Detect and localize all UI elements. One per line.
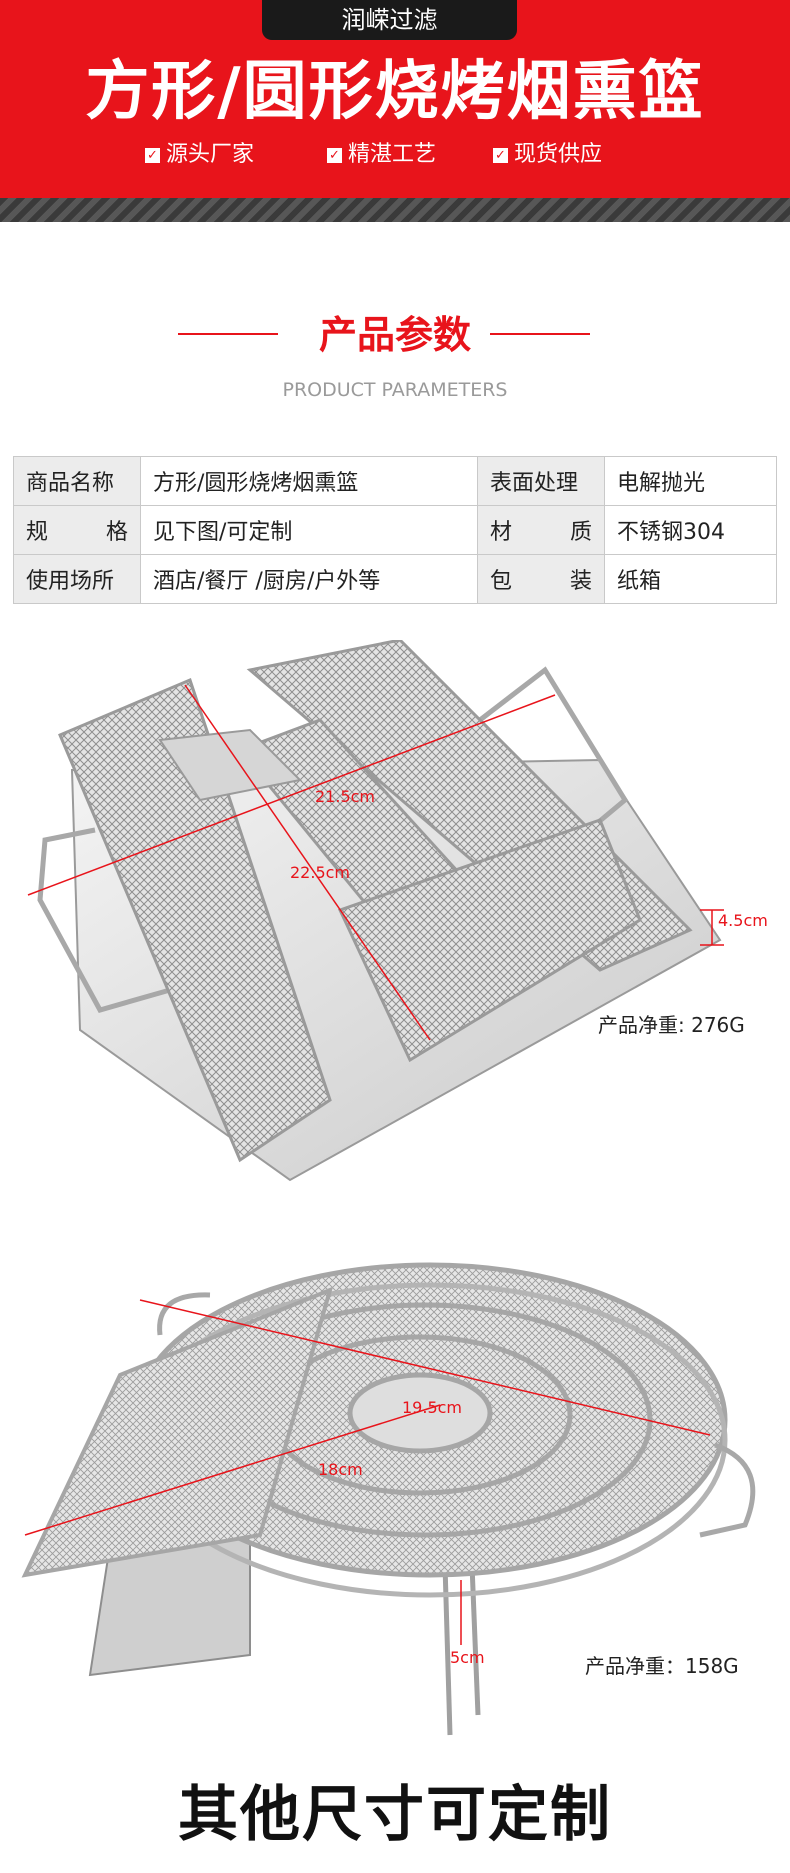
length-dimension-line [184, 684, 431, 1041]
round-weight-label: 产品净重：158G [585, 1654, 739, 1678]
brand-tab: 润嵘过滤 [262, 0, 517, 40]
outer-dimension-line [139, 1299, 711, 1436]
section-title: 产品参数 [318, 313, 471, 357]
table-row: 使用场所 酒店/餐厅 /厨房/户外等 包装 纸箱 [13, 554, 777, 604]
feature-label: 源头厂家 [166, 142, 255, 167]
param-value: 酒店/餐厅 /厨房/户外等 [140, 554, 478, 604]
length-dimension-label: 22.5cm [290, 863, 350, 882]
param-label: 使用场所 [13, 554, 141, 604]
param-value: 不锈钢304 [604, 505, 777, 555]
inner-dimension-line [24, 1404, 441, 1536]
check-icon: ✓ [493, 147, 508, 163]
width-dimension-line [27, 694, 556, 896]
param-label: 商品名称 [13, 456, 141, 506]
param-label: 表面处理 [477, 456, 605, 506]
inner-dimension-label: 18cm [318, 1460, 363, 1479]
param-value: 电解抛光 [604, 456, 777, 506]
feature-in-stock: ✓ 现货供应 [493, 140, 602, 170]
height-dimension-label: 4.5cm [718, 911, 768, 930]
feature-label: 现货供应 [514, 142, 603, 167]
square-smoker-basket-image: 21.5cm 22.5cm 4.5cm [27, 640, 768, 1182]
check-icon: ✓ [145, 147, 160, 163]
custom-size-title: 其他尺寸可定制 [178, 1780, 612, 1850]
feature-label: 精湛工艺 [348, 142, 437, 167]
height-dimension-label: 5cm [450, 1648, 485, 1667]
outer-dimension-label: 19.5cm [402, 1398, 462, 1417]
heading-line-right [490, 333, 590, 335]
square-weight-label: 产品净重: 276G [598, 1013, 745, 1037]
param-label: 材质 [477, 505, 605, 555]
param-value: 见下图/可定制 [140, 505, 478, 555]
check-icon: ✓ [327, 147, 342, 163]
param-value: 方形/圆形烧烤烟熏篮 [140, 456, 478, 506]
diagonal-stripe-divider [0, 198, 790, 222]
round-smoker-basket-image: 19.5cm 18cm 5cm [21, 1262, 756, 1736]
table-row: 商品名称 方形/圆形烧烤烟熏篮 表面处理 电解抛光 [13, 456, 777, 506]
heading-line-left [178, 333, 278, 335]
width-dimension-label: 21.5cm [315, 787, 375, 806]
param-label: 包装 [477, 554, 605, 604]
params-table: 商品名称 方形/圆形烧烤烟熏篮 表面处理 电解抛光 规格 见下图/可定制 材质 … [13, 456, 777, 604]
table-row: 规格 见下图/可定制 材质 不锈钢304 [13, 505, 777, 555]
section-subtitle: PRODUCT PARAMETERS [282, 379, 508, 401]
param-value: 纸箱 [604, 554, 777, 604]
param-label: 规格 [13, 505, 141, 555]
feature-source-factory: ✓ 源头厂家 [145, 140, 254, 170]
feature-craftsmanship: ✓ 精湛工艺 [327, 140, 436, 170]
banner-title: 方形/圆形烧烤烟熏篮 [85, 55, 705, 129]
